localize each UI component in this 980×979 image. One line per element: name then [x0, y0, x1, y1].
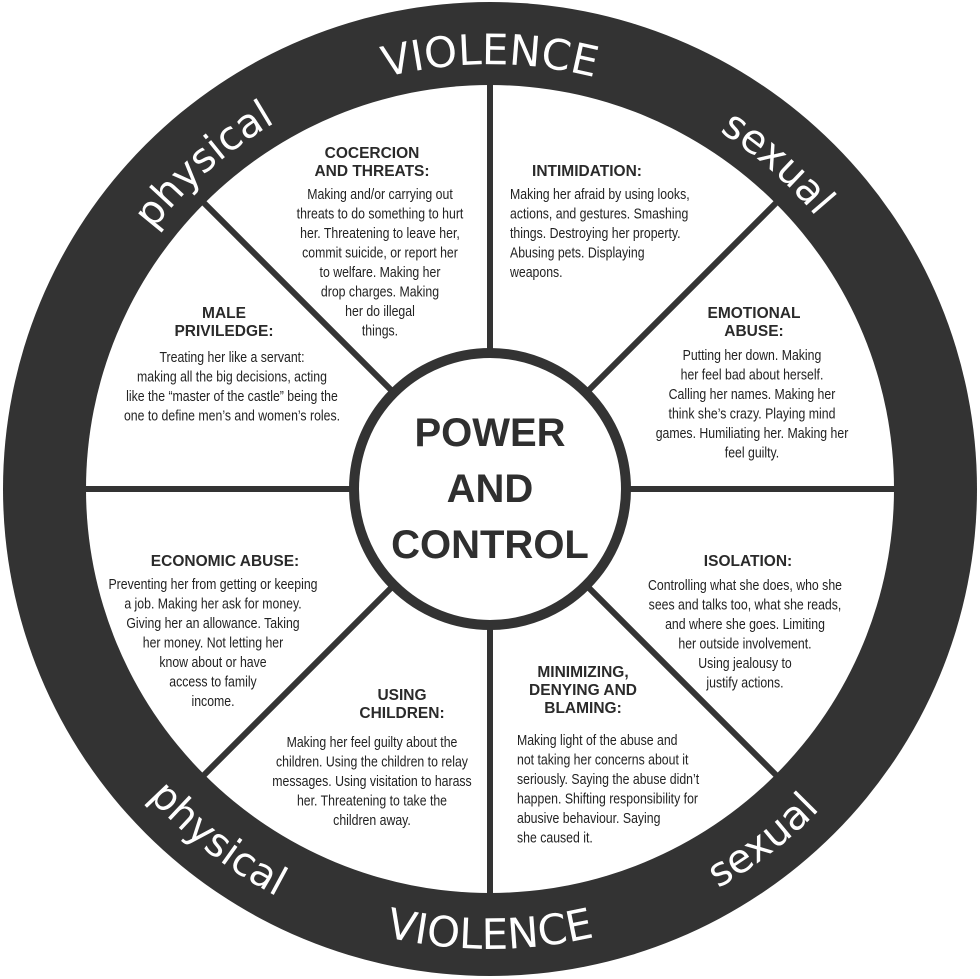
center-hub [349, 348, 631, 630]
section-title: MINIMIZING, [537, 664, 628, 681]
section-body-line: Calling her names. Making her [669, 386, 836, 402]
section-body-line: her do illegal [345, 303, 415, 319]
section-body-line: happen. Shifting responsibility for [517, 790, 698, 806]
section-isolation: ISOLATION: Controlling what she does, who… [648, 553, 842, 691]
section-body-line: sees and talks too, what she reads, [649, 596, 842, 612]
section-body-line: Putting her down. Making [683, 347, 822, 363]
section-body-line: threats to do something to hurt [297, 205, 464, 221]
section-body-line: Making her feel guilty about the [287, 734, 458, 750]
center-title: POWER AND CONTROL [391, 411, 589, 567]
section-body-line: to welfare. Making her [320, 264, 441, 280]
section-body-line: know about or have [159, 654, 267, 670]
section-body-line: commit suicide, or report her [302, 244, 458, 260]
section-body-line: her. Threatening to leave her, [300, 225, 460, 241]
section-body-line: her money. Not letting her [143, 634, 284, 650]
spoke-divider [200, 585, 394, 779]
section-body-line: drop charges. Making [321, 283, 439, 299]
section-body-line: Abusing pets. Displaying [510, 244, 645, 260]
section-body-line: children. Using the children to relay [276, 753, 468, 769]
section-body-line: feel guilty. [725, 444, 779, 460]
section-title: BLAMING: [544, 700, 622, 717]
section-title: DENYING AND [529, 682, 637, 699]
section-intimidation: INTIMIDATION: Making her afraid by using … [509, 163, 690, 280]
section-title: INTIMIDATION: [532, 163, 642, 180]
spoke-divider [586, 585, 780, 779]
section-body-line: Making and/or carrying out [307, 186, 453, 202]
section-title: CHILDREN: [359, 705, 444, 722]
section-body-line: like the “master of the castle” being th… [126, 388, 338, 404]
center-line-2: AND [447, 467, 534, 511]
section-title: ECONOMIC ABUSE: [151, 553, 299, 570]
section-body-line: children away. [333, 812, 411, 828]
section-body-line: things. Destroying her property. [510, 225, 681, 241]
section-body-line: Making her afraid by using looks, [510, 186, 690, 202]
section-body-line: not taking her concerns about it [517, 751, 689, 767]
section-body-line: things. [362, 322, 398, 338]
section-body-line: her. Threatening to take the [297, 792, 447, 808]
section-body-line: a job. Making her ask for money. [124, 595, 301, 611]
section-body-line: Preventing her from getting or keeping [108, 576, 317, 592]
section-title: ISOLATION: [704, 553, 792, 570]
section-body-line: abusive behaviour. Saying [517, 810, 660, 826]
section-body-line: weapons. [509, 264, 563, 280]
spoke-divider [586, 199, 780, 393]
section-title: ABUSE: [724, 323, 783, 340]
section-body-line: justify actions. [706, 674, 784, 690]
section-body-line: one to define men’s and women’s roles. [124, 407, 340, 423]
section-body-line: she caused it. [517, 829, 593, 845]
section-title: EMOTIONAL [708, 305, 801, 322]
section-body-line: Giving her an allowance. Taking [126, 615, 299, 631]
section-body-line: think she’s crazy. Playing mind [669, 405, 836, 421]
section-body-line: her outside involvement. [678, 635, 811, 651]
section-body-line: seriously. Saying the abuse didn’t [517, 771, 699, 787]
center-line-3: CONTROL [391, 523, 589, 567]
section-body-line: her feel bad about herself. [681, 366, 824, 382]
section-body-line: games. Humiliating her. Making her [656, 425, 849, 441]
section-body-line: actions, and gestures. Smashing [510, 205, 688, 221]
spoke-divider [200, 199, 394, 393]
section-body-line: Treating her like a servant: [159, 349, 304, 365]
section-title: MALE [202, 305, 246, 322]
section-body-line: Making light of the abuse and [517, 732, 678, 748]
section-body-line: income. [191, 693, 234, 709]
section-title: COCERCION [325, 145, 420, 162]
section-title: PRIVILEDGE: [174, 323, 273, 340]
section-body-line: access to family [169, 673, 257, 689]
section-body-line: Using jealousy to [698, 655, 792, 671]
section-title: USING [377, 687, 426, 704]
section-body-line: messages. Using visitation to harass [272, 773, 472, 789]
center-line-1: POWER [414, 411, 565, 455]
section-body-line: Controlling what she does, who she [648, 577, 842, 593]
section-title: AND THREATS: [314, 163, 429, 180]
section-body-line: and where she goes. Limiting [665, 616, 825, 632]
section-economic-abuse: ECONOMIC ABUSE: Preventing her from getti… [108, 553, 317, 709]
section-body-line: making all the big decisions, acting [137, 368, 327, 384]
